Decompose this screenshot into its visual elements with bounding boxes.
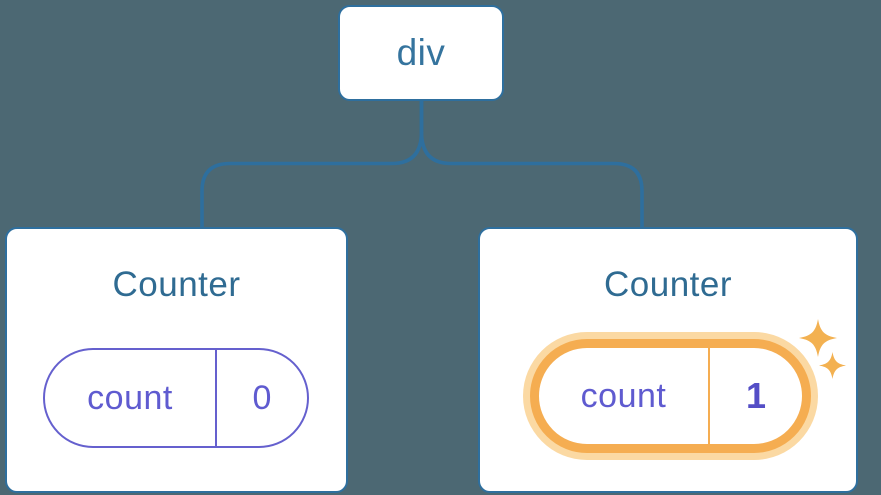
counter-card-left: Counter count 0: [5, 227, 348, 493]
component-title: Counter: [603, 265, 733, 304]
state-value-label: 1: [745, 375, 767, 416]
state-key-label: count: [580, 376, 667, 415]
state-key-cell: count: [45, 350, 217, 446]
state-pill: count 0: [43, 348, 309, 448]
component-title: Counter: [112, 265, 241, 304]
connector-right-branch: [419, 100, 644, 229]
tree-node-div-label: div: [396, 32, 446, 73]
connector-left-branch: [200, 100, 424, 229]
state-value-cell: 1: [710, 348, 802, 444]
state-pill-highlighted: count 1: [530, 339, 811, 453]
state-value-label: 0: [252, 378, 272, 417]
state-key-cell: count: [539, 348, 710, 444]
state-key-label: count: [87, 378, 173, 417]
state-value-cell: 0: [217, 350, 307, 446]
tree-node-div: div: [338, 5, 504, 101]
counter-card-right: Counter count 1: [478, 227, 858, 493]
